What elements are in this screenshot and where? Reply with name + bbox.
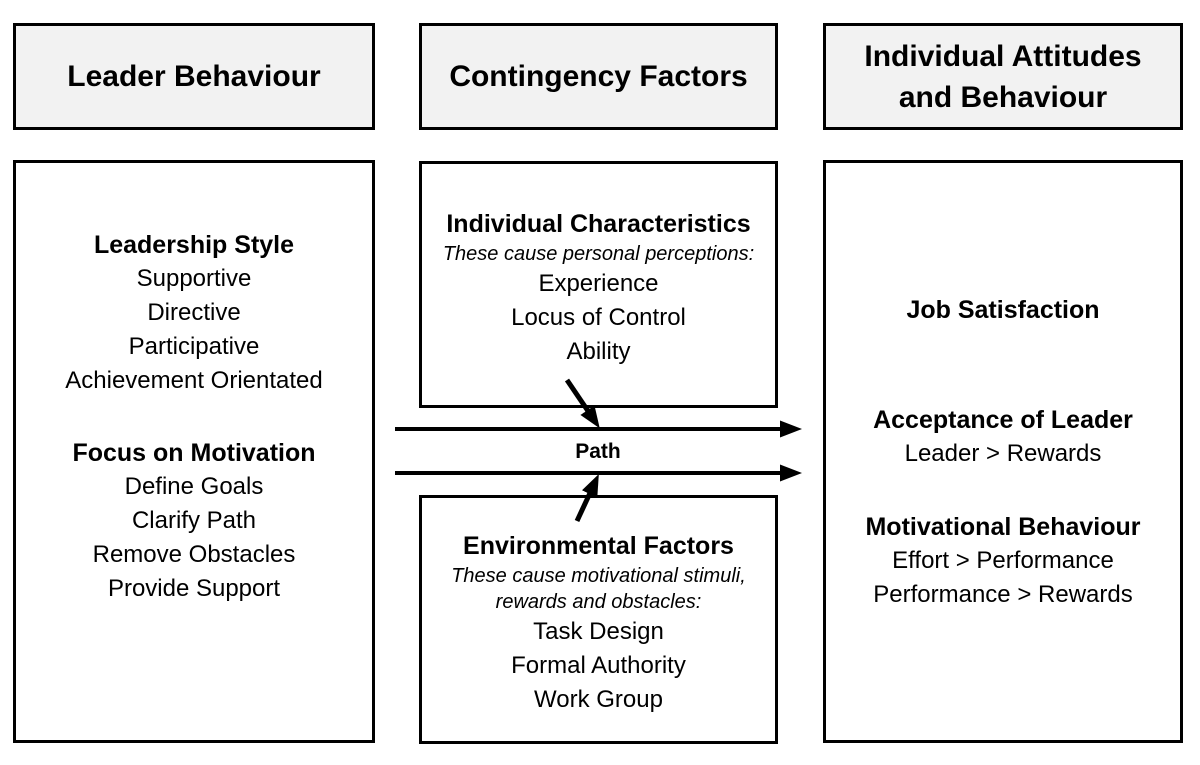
focus-on-motivation-item: Clarify Path [131,507,257,534]
environmental-factors-item: Formal Authority [511,652,686,679]
focus-on-motivation-item: Define Goals [124,473,264,500]
individual-attitudes-header: Individual Attitudes and Behaviour [823,23,1183,130]
motivational-behaviour-title: Motivational Behaviour [865,513,1141,541]
focus-on-motivation-item: Provide Support [107,575,281,602]
outcomes-box: Job Satisfaction Acceptance of Leader Le… [823,160,1183,743]
leader-behaviour-header: Leader Behaviour [13,23,375,130]
leadership-style-item: Achievement Orientated [65,367,323,394]
focus-on-motivation-item: Remove Obstacles [92,541,296,568]
environmental-factors-title: Environmental Factors [463,532,734,560]
environmental-factors-item: Work Group [534,686,663,713]
leadership-style-item: Supportive [136,265,252,292]
leader-behaviour-header-label: Leader Behaviour [67,60,321,93]
individual-attitudes-header-label: Individual Attitudes and Behaviour [864,39,1142,114]
acceptance-of-leader-title: Acceptance of Leader [873,406,1133,434]
contingency-factors-header-label: Contingency Factors [449,60,748,93]
individual-characteristics-subtitle: These cause personal perceptions: [442,243,755,265]
leadership-style-item: Directive [147,299,241,326]
individual-characteristics-box: Individual Characteristics These cause p… [419,161,778,408]
individual-characteristics-item: Locus of Control [511,304,686,331]
environmental-factors-subtitle-line1: These cause motivational stimuli, [451,565,746,587]
individual-characteristics-title: Individual Characteristics [446,210,751,238]
acceptance-of-leader-item: Leader > Rewards [904,440,1102,467]
job-satisfaction-title: Job Satisfaction [906,296,1100,324]
environmental-factors-subtitle-line2: rewards and obstacles: [495,591,702,613]
individual-characteristics-item: Ability [566,338,631,365]
motivational-behaviour-item: Effort > Performance [892,547,1114,574]
environmental-factors-box: Environmental Factors These cause motiva… [419,495,778,744]
contingency-factors-header: Contingency Factors [419,23,778,130]
focus-on-motivation-title: Focus on Motivation [72,439,316,467]
leader-behaviour-box: Leadership Style Supportive Directive Pa… [13,160,375,743]
leadership-style-item: Participative [128,333,260,360]
path-label: Path [575,440,621,463]
individual-characteristics-item: Experience [538,270,659,297]
environmental-factors-item: Task Design [533,618,664,645]
motivational-behaviour-item: Performance > Rewards [873,581,1133,608]
leadership-style-title: Leadership Style [93,231,295,259]
